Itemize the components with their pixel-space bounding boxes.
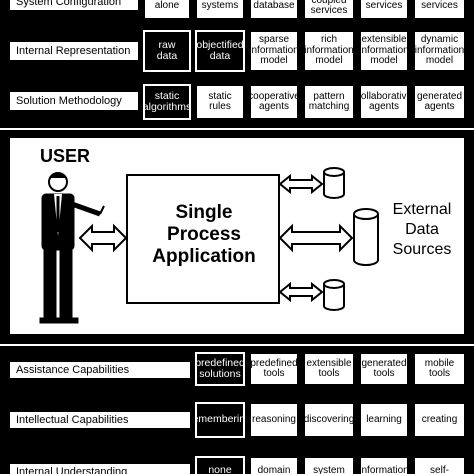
cell-internal-representation-3: sparse information model (249, 30, 299, 72)
cell-internal-understanding-3: system (303, 456, 355, 474)
cell-system-configuration-3: database (249, 0, 299, 20)
data-source-arrows (278, 173, 354, 303)
cell-system-configuration-2: systems (195, 0, 245, 20)
cell-assistance-capabilities-3: extensible tools (303, 352, 355, 386)
cell-internal-understanding-2: domain (249, 456, 299, 474)
cell-internal-representation-6: dynamic information model (413, 30, 466, 72)
user-application-arrow (78, 223, 128, 253)
cell-intellectual-capabilities-4: learning (359, 402, 409, 438)
cell-system-configuration-6: services (413, 0, 466, 20)
row-label-intellectual-capabilities: Intellectual Capabilities (8, 410, 192, 430)
user-figure-icon (39, 172, 105, 324)
row-label-system-configuration: System Configuration (8, 0, 140, 12)
row-label-assistance-capabilities: Assistance Capabilities (8, 360, 192, 380)
database-cylinder-icon-2 (353, 208, 379, 266)
row-label-internal-understanding: Internal Understanding (8, 462, 192, 474)
cell-assistance-capabilities-1: predefined solutions (195, 352, 245, 386)
database-cylinder-icon-3 (323, 279, 345, 311)
cell-solution-methodology-2: static rules (195, 84, 245, 120)
external-sources-label: External Data Sources (392, 201, 452, 258)
cell-internal-representation-1: raw data (143, 30, 191, 72)
cell-intellectual-capabilities-3: discovering (303, 402, 355, 438)
cell-solution-methodology-4: pattern matching (303, 84, 355, 120)
cell-assistance-capabilities-5: mobile tools (413, 352, 466, 386)
cell-solution-methodology-6: generated agents (413, 84, 466, 120)
row-label-solution-methodology: Solution Methodology (8, 90, 140, 112)
cell-internal-representation-2: objectified data (195, 30, 245, 72)
row-label-internal-representation: Internal Representation (8, 40, 140, 62)
application-label: Single Process Application (152, 202, 256, 267)
cell-solution-methodology-5: collaborative agents (359, 84, 409, 120)
cell-system-configuration-1: alone (143, 0, 191, 20)
cell-internal-understanding-5: self- (413, 456, 466, 474)
separator-bottom (0, 344, 474, 346)
cell-intellectual-capabilities-2: reasoning (249, 402, 299, 438)
separator-top (0, 128, 474, 130)
cell-system-configuration-4: coupled services (303, 0, 355, 20)
cell-internal-understanding-4: information (359, 456, 409, 474)
cell-internal-understanding-1: none (195, 456, 245, 474)
cell-solution-methodology-3: cooperative agents (249, 84, 299, 120)
cell-assistance-capabilities-4: generated tools (359, 352, 409, 386)
database-cylinder-icon-1 (323, 167, 345, 199)
cell-internal-representation-4: rich information model (303, 30, 355, 72)
single-process-application-box (126, 174, 280, 304)
cell-system-configuration-5: services (359, 0, 409, 20)
cell-internal-representation-5: extensible information model (359, 30, 409, 72)
cell-solution-methodology-1: static algorithms (143, 84, 191, 120)
cell-intellectual-capabilities-1: remembering (195, 402, 245, 438)
cell-intellectual-capabilities-5: creating (413, 402, 466, 438)
user-label: USER (40, 146, 91, 166)
cell-assistance-capabilities-2: predefined tools (249, 352, 299, 386)
